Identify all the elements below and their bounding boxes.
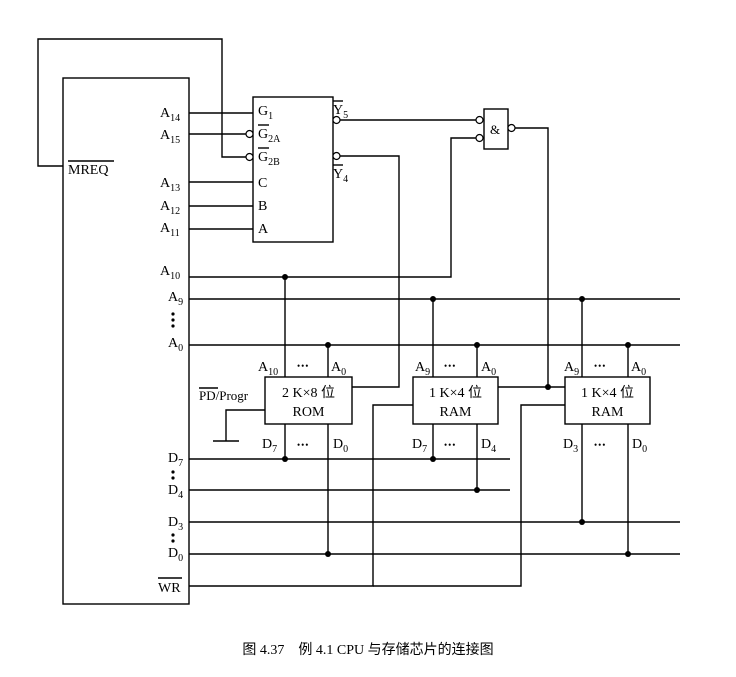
junction (579, 519, 585, 525)
rom-size-label: 2 K×8 位 (282, 385, 335, 401)
wire-and-ram2 (515, 127, 565, 388)
decoder-c: C (258, 176, 267, 191)
wire-a10-and (189, 137, 476, 278)
junction (430, 456, 436, 462)
pin-a9: A9 (168, 290, 183, 308)
and-in1-bubble (475, 115, 484, 125)
pin-a0: A0 (168, 336, 183, 354)
pin-d4: D4 (168, 483, 183, 501)
decoder-g2a: G2A (258, 127, 281, 145)
ram2-size-label: 1 K×4 位 (581, 385, 634, 401)
ram2-addr-lo: A0 (631, 360, 646, 378)
ram2-chip (564, 376, 651, 425)
ram1-data-ellipsis: ••• (444, 440, 456, 450)
rom-data-hi: D7 (262, 437, 277, 455)
junction (474, 342, 480, 348)
pin-d7: D7 (168, 451, 183, 469)
pin-a11: A11 (160, 221, 180, 239)
rom-addr-lo: A0 (331, 360, 346, 378)
rom-addr-hi: A10 (258, 360, 278, 378)
and-gate-label: & (490, 122, 500, 137)
junction (282, 456, 288, 462)
mreq-label: MREQ (68, 163, 108, 178)
rom-addr-ellipsis: ••• (297, 361, 309, 371)
pin-a12: A12 (160, 199, 180, 217)
ram1-data-lo: D4 (481, 437, 496, 455)
junction (625, 342, 631, 348)
decoder-b: B (258, 199, 267, 214)
ram2-data-hi: D3 (563, 437, 578, 455)
wire-y4-rom (340, 155, 400, 388)
decoder-g1: G1 (258, 104, 273, 122)
ram2-data-ellipsis: ••• (594, 440, 606, 450)
pin-a-ellipsis (171, 312, 175, 328)
rom-data-lo: D0 (333, 437, 348, 455)
ram1-type-label: RAM (440, 405, 472, 420)
g2b-bubble (245, 152, 254, 162)
junction (325, 342, 331, 348)
junction (430, 296, 436, 302)
ram1-addr-lo: A0 (481, 360, 496, 378)
ram1-addr-hi: A9 (415, 360, 430, 378)
pin-wr: WR (158, 581, 181, 596)
junction (545, 384, 551, 390)
pin-a13: A13 (160, 176, 180, 194)
junction (325, 551, 331, 557)
ram2-addr-ellipsis: ••• (594, 361, 606, 371)
junction (282, 274, 288, 280)
ram1-addr-ellipsis: ••• (444, 361, 456, 371)
decoder-block (252, 96, 334, 243)
pin-a15: A15 (160, 128, 180, 146)
ram1-size-label: 1 K×4 位 (429, 385, 482, 401)
wire-wr-ram1 (189, 404, 413, 587)
ram1-data-hi: D7 (412, 437, 427, 455)
decoder-y4: Y4 (333, 167, 348, 185)
junction (474, 487, 480, 493)
decoder-g2b: G2B (258, 150, 280, 168)
pin-d-ellipsis-lower (171, 533, 175, 543)
ram2-addr-hi: A9 (564, 360, 579, 378)
pin-d3: D3 (168, 515, 183, 533)
y5-bubble (332, 115, 341, 125)
rom-data-ellipsis: ••• (297, 440, 309, 450)
figure-caption: 图 4.37 例 4.1 CPU 与存储芯片的连接图 (242, 641, 493, 658)
decoder-a: A (258, 222, 269, 237)
and-in2-bubble (475, 133, 484, 143)
pin-d-ellipsis-upper (171, 470, 175, 480)
junction (579, 296, 585, 302)
pin-a10: A10 (160, 264, 180, 282)
ram1-chip (412, 376, 499, 425)
cpu-block (62, 77, 190, 605)
ram2-data-lo: D0 (632, 437, 647, 455)
g2a-bubble (245, 129, 254, 139)
pin-a14: A14 (160, 106, 180, 124)
pd-progr-label: PD/Progr (199, 388, 249, 403)
junction (625, 551, 631, 557)
and-gate (483, 108, 509, 150)
rom-chip (264, 376, 353, 425)
y4-bubble (332, 151, 341, 161)
wire-pd-ground (225, 409, 265, 441)
ram2-type-label: RAM (592, 405, 624, 420)
and-out-bubble (507, 123, 516, 133)
rom-type-label: ROM (293, 405, 325, 420)
decoder-y5: Y5 (333, 103, 348, 121)
wire-wr-ram2 (373, 404, 565, 587)
mreq-wire (37, 38, 246, 167)
pin-d0: D0 (168, 546, 183, 564)
